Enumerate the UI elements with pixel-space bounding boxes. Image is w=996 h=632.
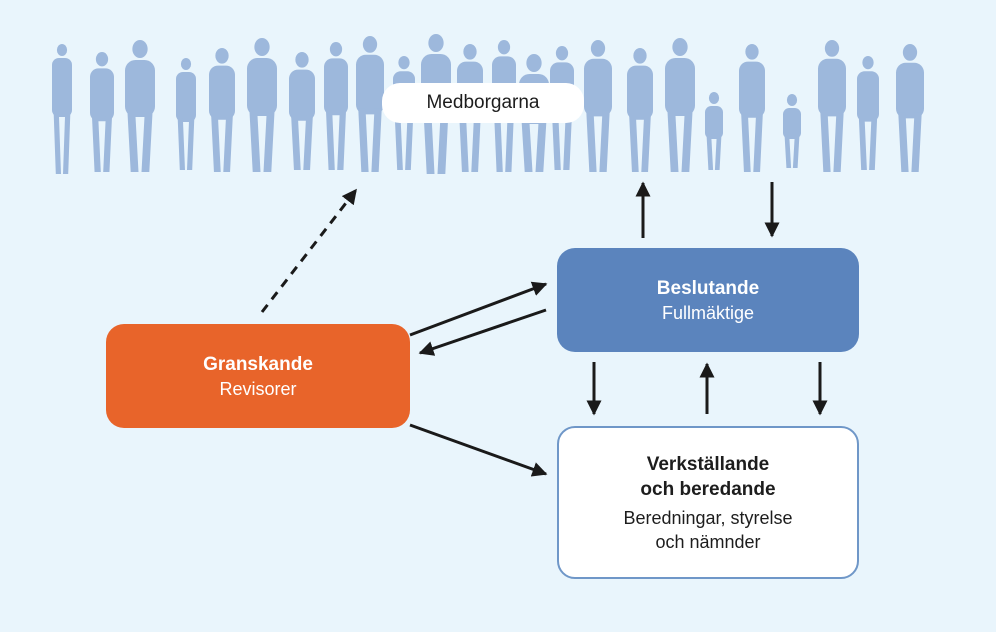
person-silhouette [627, 48, 653, 172]
verkstallande-subtitle-line1: Beredningar, styrelse [623, 507, 793, 528]
verkstallande-title-line2: och beredande [640, 478, 776, 500]
medborgarna-text: Medborgarna [426, 92, 540, 113]
person-silhouette [176, 58, 196, 170]
granskande-subtitle: Revisorer [219, 378, 297, 399]
person-silhouette [324, 42, 348, 170]
person-silhouette [247, 38, 277, 172]
person-silhouette [289, 52, 315, 170]
arrow-granskande-to-medborgarna [260, 188, 358, 313]
beslutande-title: Beslutande [656, 277, 760, 299]
person-silhouette [705, 92, 723, 170]
person-silhouette [90, 52, 114, 172]
citizens-crowd-illustration [52, 34, 924, 174]
person-silhouette [52, 44, 72, 174]
person-silhouette [584, 40, 612, 172]
beslutande-subtitle: Fullmäktige [661, 302, 755, 323]
verkstallande-subtitle-line2: och nämnder [655, 531, 761, 552]
beslutande-box: Beslutande Fullmäktige [557, 248, 859, 352]
granskande-title: Granskande [203, 353, 313, 375]
arrow-granskande-to-verkstallande [409, 423, 548, 477]
person-silhouette [739, 44, 765, 172]
verkstallande-title-line1: Verkställande [646, 453, 770, 475]
person-silhouette [665, 38, 695, 172]
granskande-box: Granskande Revisorer [106, 324, 410, 428]
person-silhouette [783, 94, 801, 168]
person-silhouette [209, 48, 235, 172]
person-silhouette [125, 40, 155, 172]
person-silhouette [818, 40, 846, 172]
arrow-beslutande-to-granskande [418, 308, 547, 356]
person-silhouette [857, 56, 879, 170]
person-silhouette [896, 44, 924, 172]
medborgarna-label: Medborgarna [382, 83, 584, 123]
arrow-granskande-to-beslutande [409, 281, 548, 337]
person-silhouette [356, 36, 384, 172]
verkstallande-box: Verkställande och beredande Beredningar,… [557, 426, 859, 579]
